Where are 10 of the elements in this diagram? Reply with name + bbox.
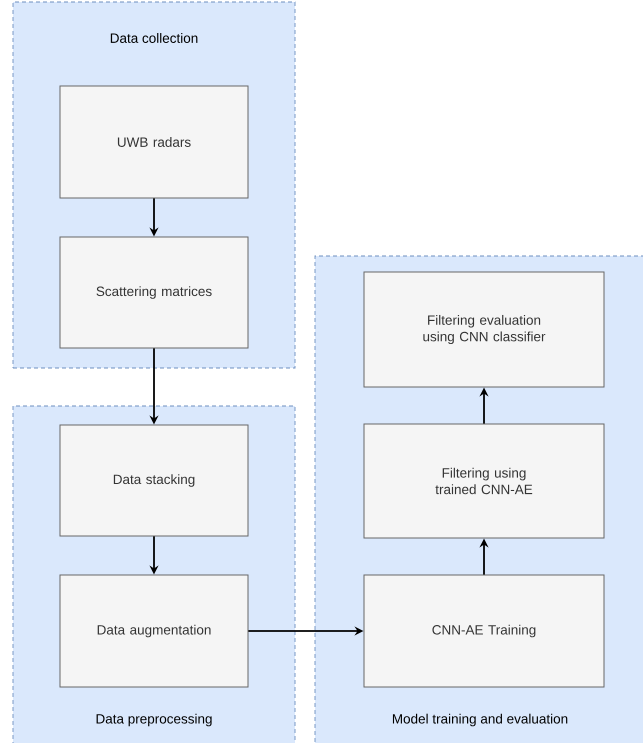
process-box: UWB radars	[60, 86, 248, 198]
process-box: Scattering matrices	[60, 236, 248, 348]
process-box: Data augmentation	[60, 574, 248, 688]
group-title: Model training and evaluation	[392, 714, 568, 726]
process-box: CNN-AE Training	[364, 574, 604, 688]
process-box: Filtering using trained CNN-AE	[364, 424, 604, 538]
process-box: Data stacking	[60, 424, 248, 536]
group-title: Data collection	[110, 33, 198, 43]
group-title: Data preprocessing	[96, 714, 212, 726]
process-box: Filtering evaluation using CNN classifier	[364, 272, 604, 388]
